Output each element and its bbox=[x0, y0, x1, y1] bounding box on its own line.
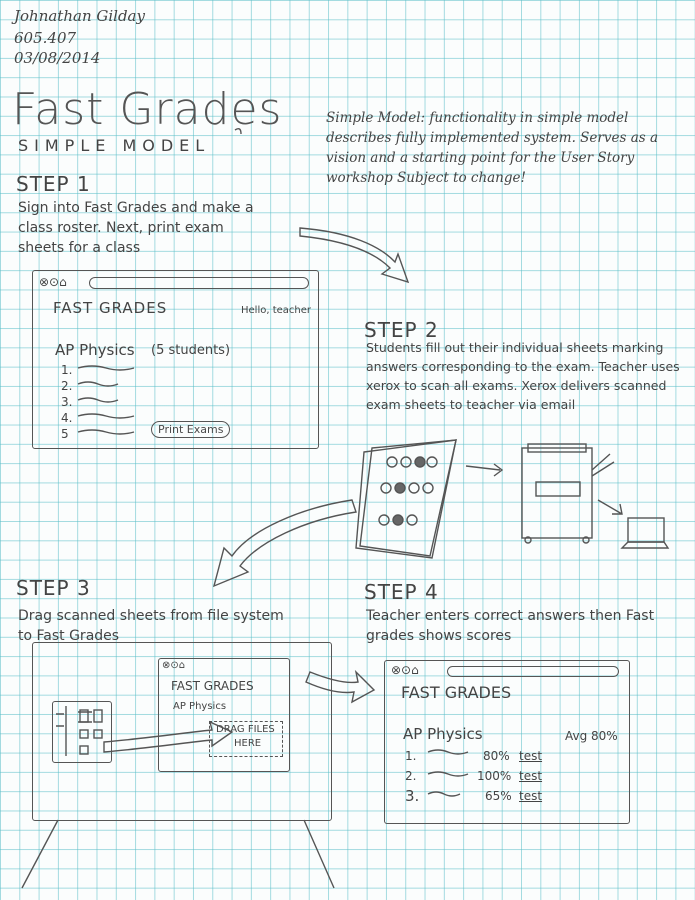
address-bar bbox=[89, 277, 309, 289]
laptop-icon bbox=[627, 517, 665, 543]
arrow-step2-to-step3 bbox=[212, 499, 357, 588]
address-bar bbox=[447, 666, 619, 677]
xerox-panel bbox=[535, 481, 581, 497]
step2-text: Students fill out their individual sheet… bbox=[366, 340, 680, 412]
squiggle bbox=[77, 381, 119, 387]
bubble bbox=[386, 456, 398, 468]
file-system-lines bbox=[56, 706, 92, 756]
bubble bbox=[392, 514, 404, 526]
step1-class-name: AP Physics bbox=[55, 341, 135, 359]
drop-label: DRAG FILES bbox=[216, 724, 275, 735]
roster-row: 4. bbox=[61, 411, 73, 425]
bubble bbox=[422, 482, 434, 494]
print-exams-button[interactable]: Print Exams bbox=[151, 421, 231, 438]
exam-sheet-stack bbox=[355, 439, 457, 559]
bubble bbox=[394, 482, 406, 494]
browser-controls-icon: ⊗⊙⌂ bbox=[39, 275, 67, 289]
score-row-num: 3. bbox=[405, 787, 420, 805]
squiggle bbox=[77, 413, 135, 419]
xerox-wheel bbox=[582, 536, 590, 544]
step4-heading: STEP 4 bbox=[364, 580, 439, 604]
file-icon bbox=[79, 745, 89, 755]
roster-row: 1. bbox=[61, 363, 73, 377]
bubble bbox=[414, 456, 426, 468]
roster-row: 5 bbox=[61, 427, 69, 441]
arrow-xerox-to-laptop bbox=[597, 499, 623, 515]
roster-row: 3. bbox=[61, 395, 73, 409]
arrow-sheet-to-xerox bbox=[465, 463, 504, 477]
drop-zone[interactable]: DRAG FILES HERE bbox=[209, 721, 283, 757]
xerox-lid bbox=[527, 443, 587, 453]
step2-heading: STEP 2 bbox=[364, 318, 439, 342]
step4-app-window: ⊗⊙⌂ FAST GRADES AP Physics Avg 80% 1. 80… bbox=[384, 660, 630, 824]
xerox-wheel bbox=[524, 536, 532, 544]
test-link[interactable]: test bbox=[519, 769, 543, 783]
step3-class-name: AP Physics bbox=[173, 701, 227, 712]
step1-heading: STEP 1 bbox=[16, 172, 91, 196]
arrow-step1-to-step2 bbox=[299, 227, 410, 284]
course-number: 605.407 bbox=[14, 29, 77, 47]
page-title: Fast Grades bbox=[12, 84, 283, 135]
class-average: Avg 80% bbox=[565, 729, 618, 743]
file-icon bbox=[79, 709, 89, 723]
score-value: 65% bbox=[485, 789, 512, 803]
squiggle bbox=[77, 397, 119, 403]
student-count: (5 students) bbox=[151, 343, 231, 358]
bubble bbox=[378, 514, 390, 526]
step1-text: Sign into Fast Grades and make a class r… bbox=[18, 200, 254, 256]
step1-app-title: FAST GRADES bbox=[53, 299, 168, 317]
bubble bbox=[406, 514, 418, 526]
drop-label: HERE bbox=[234, 738, 262, 749]
laptop-base bbox=[620, 541, 670, 549]
file-icon bbox=[93, 729, 103, 739]
xerox-machine bbox=[521, 447, 593, 539]
browser-controls-icon: ⊗⊙⌂ bbox=[162, 660, 186, 671]
squiggle bbox=[427, 791, 461, 797]
score-row-num: 1. bbox=[405, 749, 417, 763]
bubble bbox=[408, 482, 420, 494]
test-link[interactable]: test bbox=[519, 749, 543, 763]
roster-row: 2. bbox=[61, 379, 73, 393]
step3-heading: STEP 3 bbox=[16, 576, 91, 600]
score-value: 100% bbox=[477, 769, 512, 783]
exam-sheet bbox=[359, 439, 457, 557]
greeting: Hello, teacher bbox=[241, 305, 312, 316]
page-subtitle: SIMPLE MODEL bbox=[18, 136, 211, 155]
score-row-num: 2. bbox=[405, 769, 417, 783]
step3-app-title: FAST GRADES bbox=[171, 679, 254, 693]
file-icon bbox=[79, 729, 89, 739]
step4-text: Teacher enters correct answers then Fast… bbox=[366, 608, 655, 644]
step3-monitor bbox=[32, 642, 332, 821]
title-flourish bbox=[234, 127, 242, 135]
bubble bbox=[380, 482, 392, 494]
step3-text: Drag scanned sheets from file system to … bbox=[18, 608, 284, 644]
file-system-window bbox=[52, 701, 112, 763]
squiggle bbox=[427, 749, 469, 755]
drag-arrow bbox=[103, 720, 234, 753]
step4-app-title: FAST GRADES bbox=[401, 683, 512, 702]
test-link[interactable]: test bbox=[519, 789, 543, 803]
xerox-tray bbox=[591, 453, 615, 477]
squiggle bbox=[77, 429, 135, 435]
step3-app-window: ⊗⊙⌂ FAST GRADES AP Physics DRAG FILES HE… bbox=[158, 658, 290, 772]
arrow-step3-to-step4 bbox=[305, 669, 376, 704]
squiggle bbox=[427, 771, 469, 777]
score-value: 80% bbox=[483, 749, 510, 763]
step4-class-name: AP Physics bbox=[403, 725, 483, 743]
bubble bbox=[426, 456, 438, 468]
author-name: Johnathan Gilday bbox=[14, 7, 145, 25]
date: 03/08/2014 bbox=[14, 49, 101, 67]
bubble bbox=[400, 456, 412, 468]
monitor-stand bbox=[21, 819, 335, 889]
model-note: Simple Model: functionality in simple mo… bbox=[326, 110, 659, 186]
squiggle bbox=[77, 365, 135, 371]
step1-app-window: ⊗⊙⌂ FAST GRADES Hello, teacher AP Physic… bbox=[32, 270, 319, 449]
browser-controls-icon: ⊗⊙⌂ bbox=[391, 663, 419, 677]
file-icon bbox=[93, 709, 103, 723]
